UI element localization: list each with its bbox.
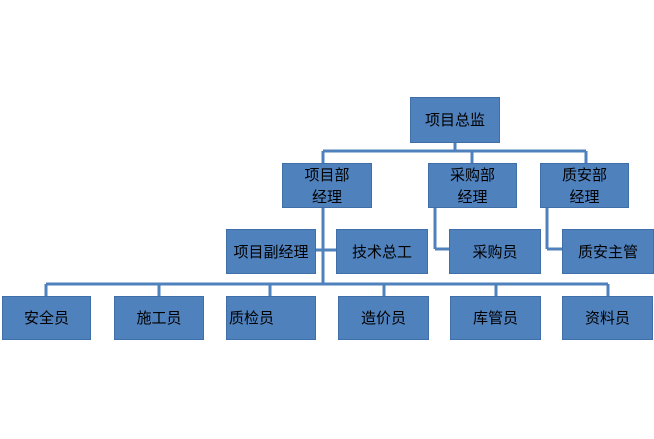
node-construction-worker: 施工员 bbox=[114, 296, 204, 340]
node-label-line1: 质安部 bbox=[561, 165, 607, 184]
node-qs-supervisor: 质安主管 bbox=[562, 229, 654, 274]
node-label-line2: 经理 bbox=[311, 187, 342, 206]
node-quality-inspector: 质检员 bbox=[226, 296, 316, 340]
node-project-manager: 项目部经理 bbox=[282, 163, 372, 208]
node-cost-estimator: 造价员 bbox=[338, 296, 429, 340]
node-chief-engineer: 技术总工 bbox=[336, 229, 428, 274]
node-deputy-project-manager: 项目副经理 bbox=[226, 229, 316, 274]
node-safety-officer: 安全员 bbox=[2, 296, 91, 340]
node-warehouse-keeper: 库管员 bbox=[450, 296, 541, 340]
node-label-line2: 经理 bbox=[457, 187, 488, 206]
node-label-line1: 采购部 bbox=[449, 165, 495, 184]
node-purchasing-manager: 采购部经理 bbox=[428, 163, 517, 208]
node-quality-safety-manager: 质安部经理 bbox=[540, 163, 629, 208]
node-project-director: 项目总监 bbox=[410, 97, 500, 143]
node-purchaser: 采购员 bbox=[449, 229, 541, 274]
node-label-line1: 项目部 bbox=[304, 165, 350, 184]
node-document-clerk: 资料员 bbox=[562, 296, 653, 340]
node-label-line2: 经理 bbox=[569, 187, 600, 206]
